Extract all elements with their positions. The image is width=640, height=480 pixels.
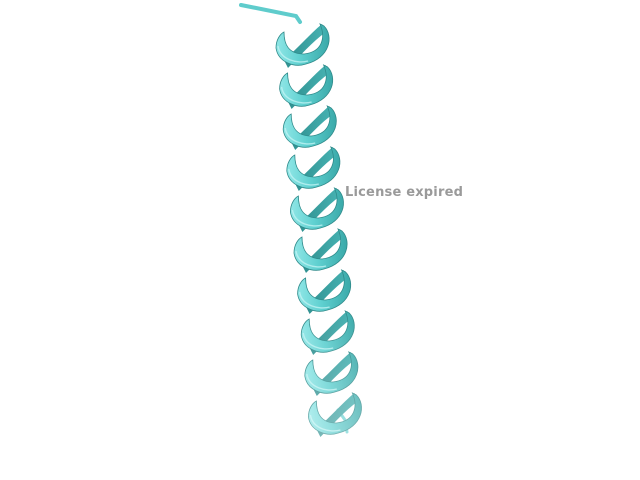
license-expired-watermark: License expired [345,185,464,200]
n-terminal-coil [239,3,302,24]
helix-turns [275,23,362,437]
